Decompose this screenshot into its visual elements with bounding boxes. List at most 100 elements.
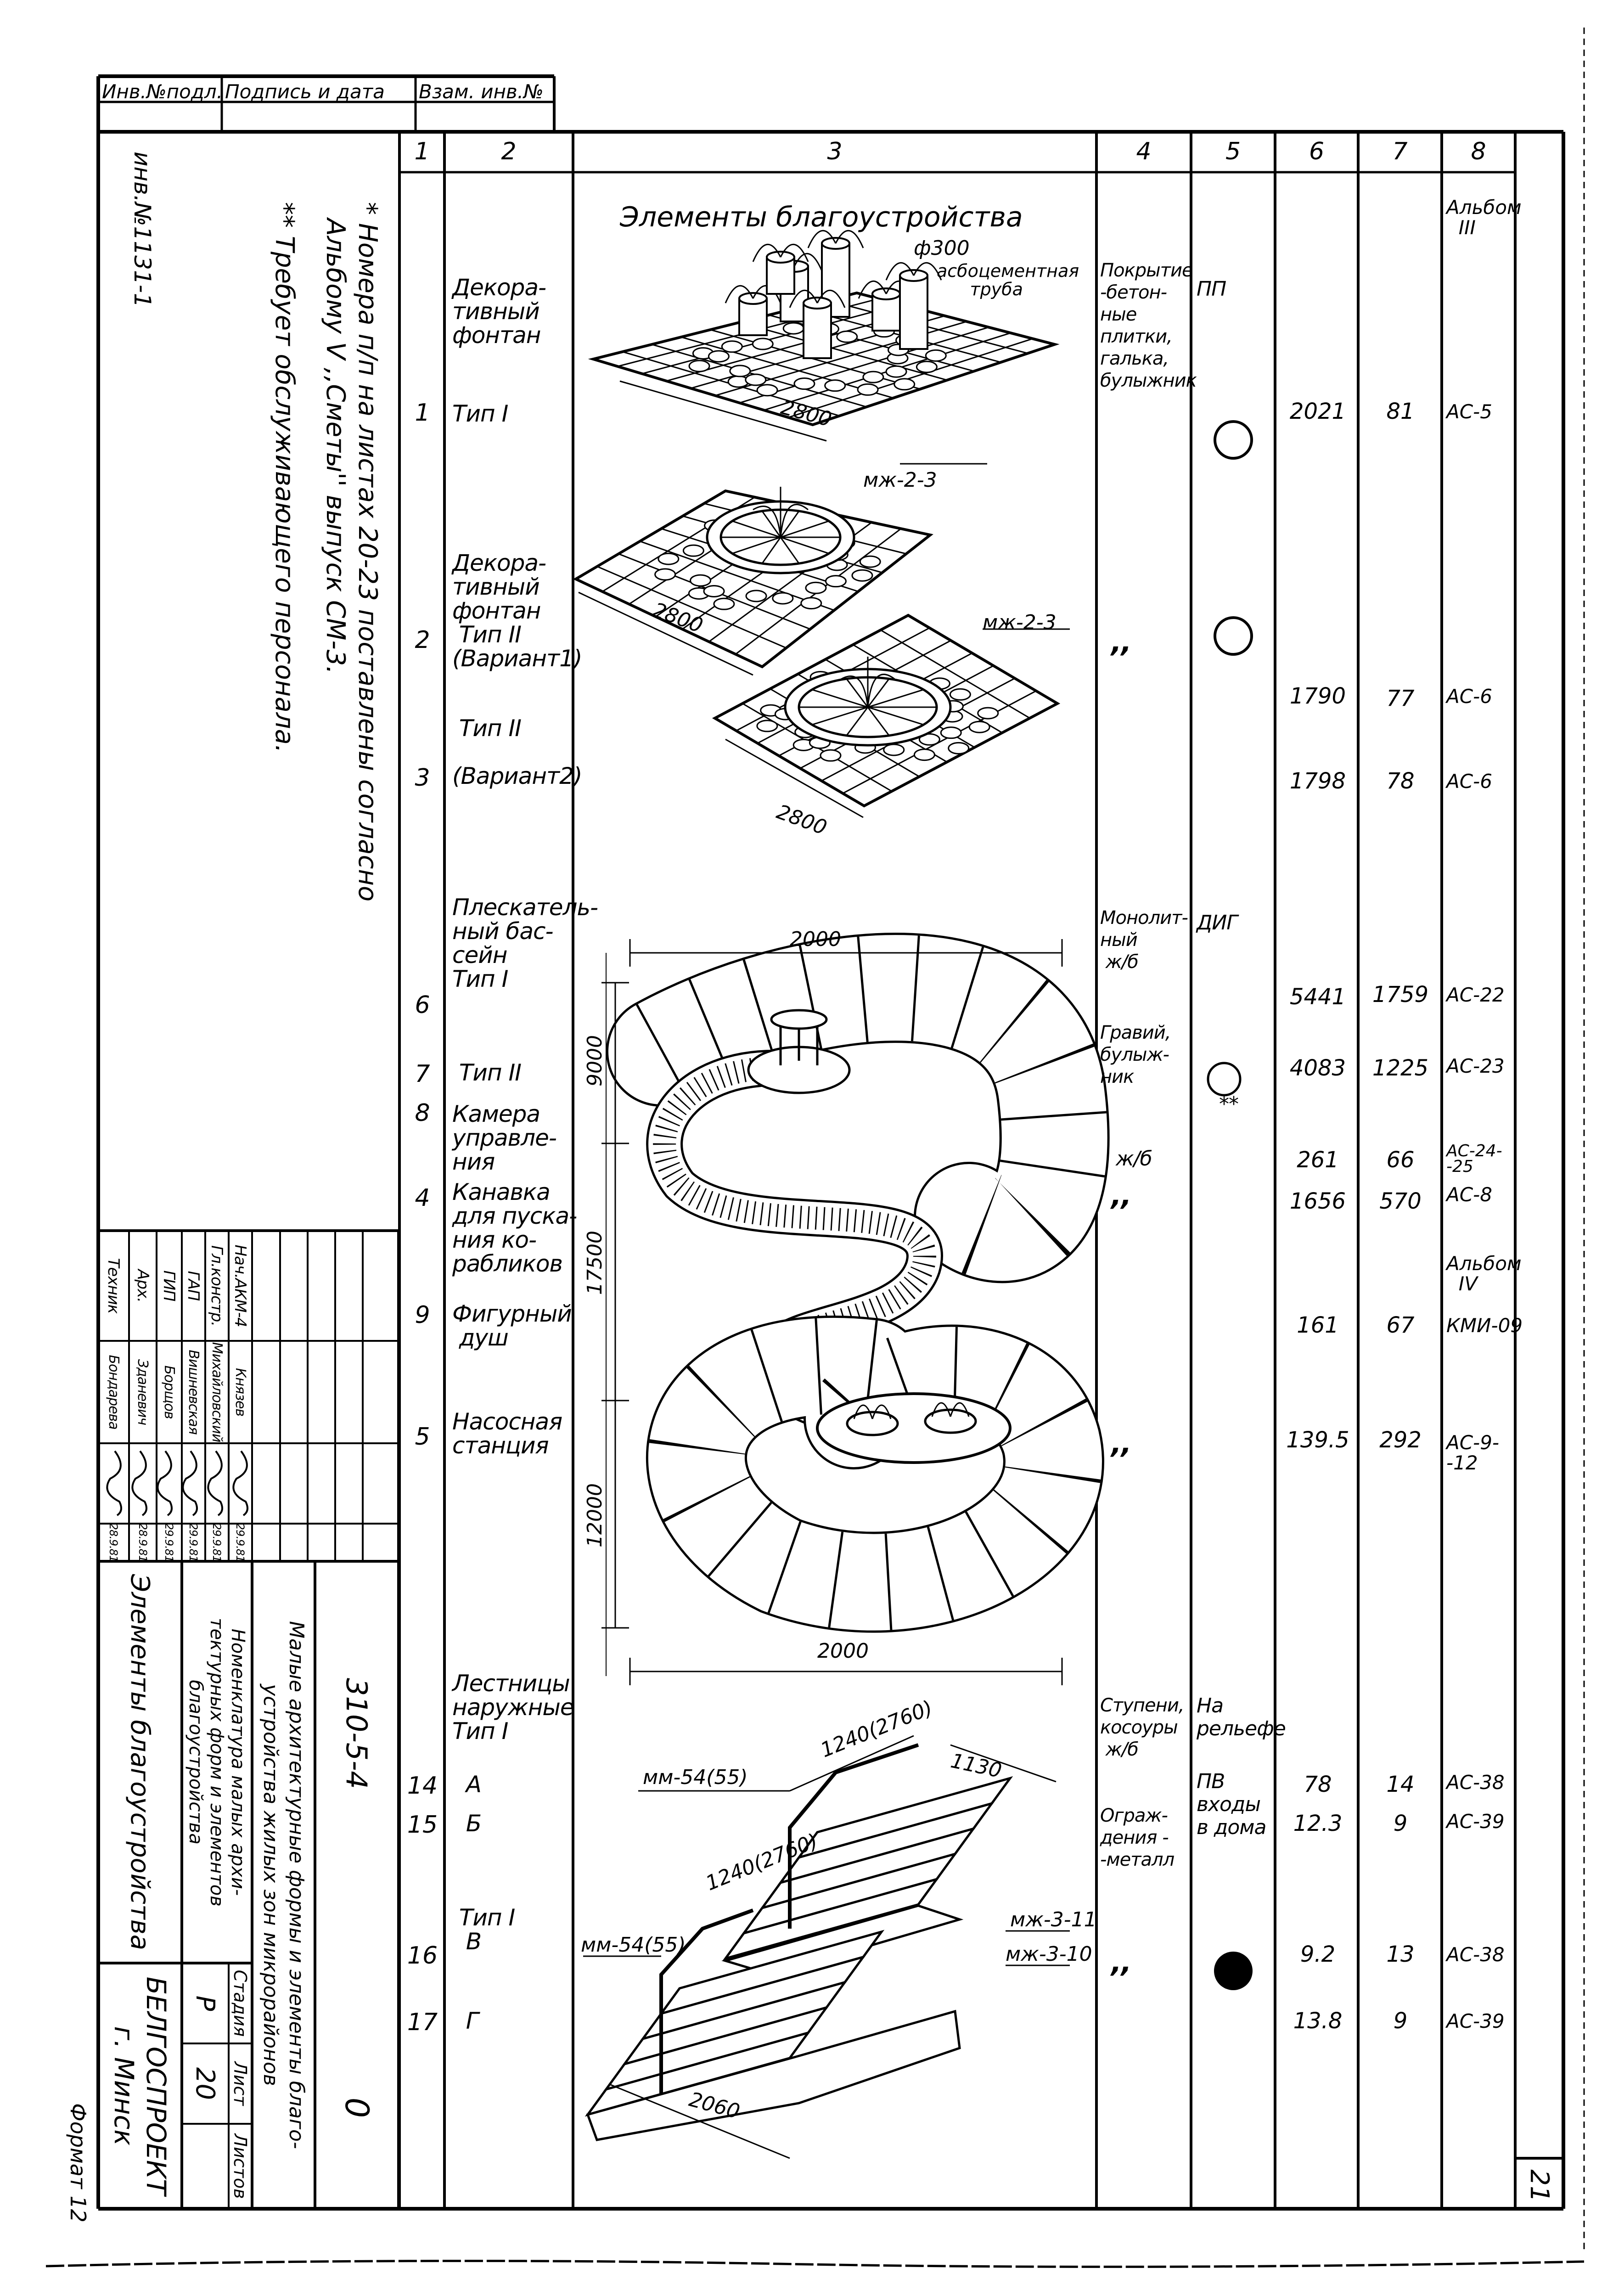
bowl-spoke (761, 537, 781, 564)
pebble (820, 749, 842, 762)
pebble (654, 568, 676, 581)
sheet-title: Элементы благоустройства (125, 1574, 155, 1951)
pebble (690, 574, 712, 587)
bowl-spoke (846, 678, 869, 708)
item-material: Монолит- ный ж/б (1100, 907, 1188, 973)
shower-top (770, 1009, 828, 1030)
item-code: ПВ входы в дома (1197, 1770, 1266, 1839)
pebble (745, 590, 767, 602)
item-value-6: 139.5 (1286, 1427, 1349, 1453)
pebble (713, 597, 735, 610)
dimension-line (789, 1735, 914, 1792)
col-header-1: 1 (414, 138, 430, 165)
row-number: 9 (415, 1301, 430, 1329)
item-name: Канавка для пуска- ния ко- рабликов (452, 1179, 577, 1277)
pool-upper-coil (608, 935, 1107, 1281)
item-name: Лестницы наружные Тип I (452, 1670, 574, 1745)
staff-date: 28.9.81 (107, 1523, 120, 1562)
stair-step-upper (722, 1877, 940, 1961)
item-value-7: 1225 (1372, 1055, 1429, 1081)
bowl-spoke (812, 706, 868, 726)
pipe-cylinder (803, 302, 832, 359)
water-jet (807, 230, 864, 248)
bowl-spoke (867, 678, 890, 708)
footnote-1: * Номера п/п на листах 20-23 поставлены … (320, 202, 382, 902)
pebble (925, 349, 947, 362)
part-label: мж-3-11 (1010, 1908, 1097, 1931)
item-name: Насосная станция (452, 1408, 562, 1459)
dimension-line (725, 738, 864, 818)
item-value-6: 261 (1297, 1147, 1339, 1173)
bowl-spoke (732, 536, 781, 554)
bowl-spoke (846, 707, 869, 736)
item-value-7: 77 (1386, 686, 1415, 711)
pebble (805, 581, 827, 594)
ditto-mark: ,, (1111, 1180, 1132, 1212)
pebble (729, 365, 751, 377)
item-material: Ступени, косоуры ж/б (1100, 1695, 1185, 1760)
sheet-value: 20 (190, 2067, 220, 2100)
project-title: Малые архитектурные формы и элементы бла… (259, 1621, 309, 2149)
paper-format: Формат 12 (66, 2103, 90, 2223)
bowl-spoke (780, 537, 800, 564)
bowl-spoke (867, 707, 890, 736)
pebble (940, 726, 962, 739)
water-jet (885, 262, 942, 281)
water-jet (753, 487, 809, 538)
label-diameter: ф300 (914, 236, 970, 260)
section-title: Элементы благоустройства (620, 201, 1023, 233)
pebble (825, 575, 847, 588)
stair-base (586, 2009, 961, 2141)
part-label: мж-3-10 (1006, 1942, 1092, 1966)
item-type: Тип I (452, 400, 508, 427)
item-sheet-ref: АС-22 (1446, 984, 1505, 1006)
pump-station (816, 1392, 1012, 1464)
dimension-label: 12000 (583, 1483, 607, 1548)
row-number: 8 (415, 1099, 430, 1127)
drawing-title: Номенклатура малых архи- тектурных форм … (185, 1618, 249, 1907)
signature (131, 1450, 147, 1516)
signature (106, 1450, 122, 1516)
pebble (913, 748, 935, 761)
tile-line (880, 629, 1030, 719)
item-name: А (452, 1771, 482, 1798)
item-code: На рельефе (1197, 1694, 1286, 1740)
pebble (793, 377, 815, 390)
stamp-header-inv: Инв.№подл. (102, 80, 223, 103)
item-sheet-ref: АС-24- -25 (1446, 1142, 1502, 1176)
row-number: 1 (415, 399, 430, 427)
pebble (800, 597, 822, 610)
pebble (721, 340, 743, 353)
water-jet (752, 243, 809, 262)
pebble (658, 552, 680, 565)
pebble (918, 733, 940, 746)
dimension-line (578, 591, 753, 676)
item-sheet-ref: АС-5 (1446, 400, 1492, 423)
item-sheet-ref: АС-9- -12 (1446, 1431, 1500, 1474)
staff-date: 29.9.81 (234, 1523, 247, 1562)
pebble (688, 360, 710, 372)
pebble (916, 360, 938, 373)
item-value-7: 9 (1393, 1811, 1408, 1836)
water-jet (853, 1404, 892, 1419)
bowl-spoke (867, 706, 924, 726)
item-name: Декора- тивный фонтан Тип II (Вариант1) (452, 550, 582, 672)
stamp-header-signature: Подпись и дата (225, 80, 385, 103)
pebble (949, 688, 971, 701)
dimension-label: 2000 (817, 1639, 869, 1663)
dimension-line (610, 2084, 790, 2159)
item-sheet-ref: КМИ-09 (1446, 1314, 1523, 1337)
pebble (756, 720, 778, 732)
project-code: 310-5-4 (340, 1678, 374, 1789)
item-value-7: 570 (1379, 1188, 1422, 1214)
item-sheet-ref: АС-6 (1446, 770, 1492, 793)
item-material: Ограж- дения - -металл (1100, 1805, 1175, 1870)
pebble (851, 569, 873, 582)
staff-name: Михайловский (209, 1342, 225, 1442)
item-value-6: 161 (1297, 1312, 1339, 1338)
pebble (894, 378, 916, 391)
staff-role: Техник (104, 1258, 123, 1314)
item-sheet-ref: АС-39 (1446, 1810, 1505, 1833)
trim-line (45, 2260, 1585, 2268)
